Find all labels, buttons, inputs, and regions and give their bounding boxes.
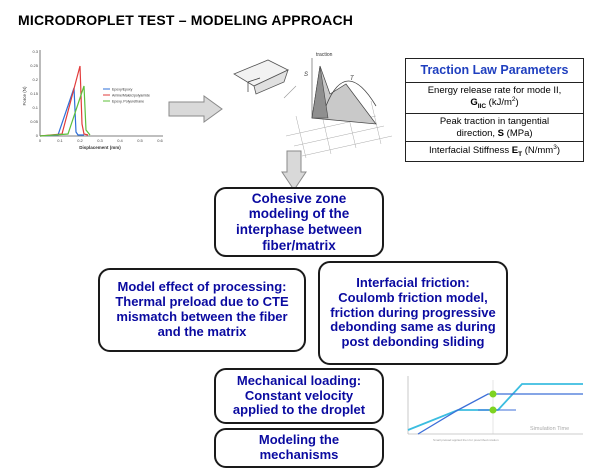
y-tick: 0.1 [32,105,38,110]
x-axis-label: Simulation Time [530,426,569,432]
load-curve-1 [407,383,583,431]
curve-epoxy-epoxy [39,87,84,137]
page-title: MICRODROPLET TEST – MODELING APPROACH [18,12,354,28]
x-tick: 0.2 [77,138,83,143]
y-tick: 0.3 [32,49,38,54]
y-tick: 0.15 [30,91,39,96]
legend-label: Epoxy, Polyurethane [112,100,144,104]
table-header: Traction Law Parameters [420,63,569,77]
y-tick: 0.05 [30,119,39,124]
legend-label: Amine/Maleic/polyamide [112,94,150,98]
interfacial-friction-box: Interfacial friction: Coulomb friction m… [318,261,508,365]
x-tick-labels: 0 0.1 0.2 0.3 0.4 0.5 0.6 [39,138,164,143]
x-axis-label: Displacement (mm) [79,145,121,150]
mechanical-loading-box: Mechanical loading: Constant velocity ap… [214,368,384,424]
x-tick: 0.5 [137,138,143,143]
modeling-mechanisms-box: Modeling the mechanisms [214,428,384,468]
marker-point [489,390,497,398]
marker-point [489,406,497,414]
legend-label: Epoxy/Epoxy [112,88,133,92]
s-label: S [304,72,308,78]
y-axis-label: Force (N) [22,86,27,106]
load-curve-2 [417,393,583,435]
y-tick: 0 [36,133,39,138]
right-arrow-icon [168,95,223,123]
simulation-time-plot: Simulation Time Small preload applied th… [407,376,583,442]
traction-axis-label: traction [316,52,333,58]
traction-law-illustration: traction S T [233,52,393,159]
table-row: Interfacial Stiffness ET (N/mm3) [406,141,583,161]
table-row: Peak traction in tangential direction, S… [406,113,583,141]
x-tick: 0.3 [97,138,103,143]
x-tick: 0.1 [57,138,63,143]
traction-parameters-table: Traction Law Parameters Energy release r… [405,58,584,162]
x-tick: 0 [39,138,42,143]
y-tick: 0.2 [32,77,38,82]
force-displacement-plot: 0.3 0.25 0.2 0.15 0.1 0.05 0 0 0.1 0.2 0… [22,49,164,150]
note-text: Small preload applied then for prescribe… [433,438,499,442]
t-label: T [350,76,355,82]
x-tick: 0.4 [117,138,123,143]
y-tick: 0.25 [30,63,39,68]
table-row: Energy release rate for mode II, GIIC (k… [406,82,583,113]
curve-epoxy-polyurethane [39,85,91,137]
down-arrow-icon [281,150,307,191]
model-effect-box: Model effect of processing: Thermal prel… [98,268,306,352]
x-tick: 0.6 [157,138,163,143]
curve-amine-maleic [39,65,89,137]
cohesive-zone-box: Cohesive zone modeling of the interphase… [214,187,384,257]
y-tick-labels: 0.3 0.25 0.2 0.15 0.1 0.05 0 [30,49,39,138]
legend: Epoxy/Epoxy Amine/Maleic/polyamide Epoxy… [103,88,150,104]
